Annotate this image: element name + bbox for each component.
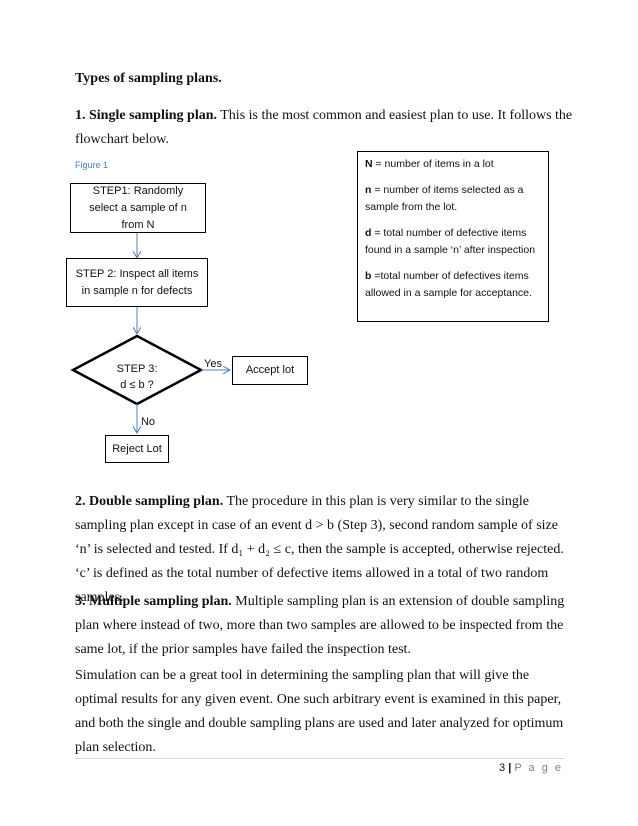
step3-line2: d ≤ b ? [120, 379, 154, 391]
legend-d: d = total number of defective items foun… [365, 225, 541, 259]
double-sampling-paragraph: 2. Double sampling plan. The procedure i… [75, 490, 575, 610]
step1-box: STEP1: Randomly select a sample of n fro… [70, 183, 206, 233]
legend-d-text: = total number of defective items found … [365, 227, 536, 256]
figure-caption: Figure 1 [75, 160, 109, 170]
legend-N-text: = number of items in a lot [372, 158, 494, 170]
legend-b: b =total number of defectives items allo… [365, 268, 541, 302]
legend-n-text: = number of items selected as a sample f… [365, 184, 524, 213]
multiple-sampling-title: 3. Multiple sampling plan. [75, 594, 232, 609]
legend-b-key: b [365, 270, 372, 282]
legend-N: N = number of items in a lot [365, 156, 541, 173]
footer-divider [75, 758, 565, 759]
page-footer: 3 | P a g e [499, 762, 563, 774]
legend-N-key: N [365, 158, 373, 170]
footer-separator: | [508, 762, 512, 774]
closing-paragraph: Simulation can be a great tool in determ… [75, 668, 564, 755]
yes-label: Yes [204, 358, 222, 370]
legend-n-key: n [365, 184, 372, 196]
single-sampling-text: This is the most common and easiest plan… [75, 108, 573, 147]
step2-box: STEP 2: Inspect all items in sample n fo… [66, 258, 208, 307]
double-sampling-title: 2. Double sampling plan. [75, 494, 224, 509]
section-heading: Types of sampling plans. [75, 71, 222, 86]
variable-legend-box: N = number of items in a lot n = number … [357, 151, 549, 322]
single-sampling-title: 1. Single sampling plan. [75, 108, 217, 123]
reject-lot-box: Reject Lot [105, 435, 169, 463]
no-label: No [140, 416, 156, 428]
step3-line1: STEP 3: [116, 363, 158, 375]
multiple-sampling-text: Multiple sampling plan is an extension o… [75, 594, 565, 657]
step3-label: STEP 3: d ≤ b ? [102, 361, 172, 393]
legend-d-key: d [365, 227, 372, 239]
page-word: P a g e [514, 762, 563, 774]
multiple-sampling-paragraph: 3. Multiple sampling plan. Multiple samp… [75, 590, 575, 662]
single-sampling-paragraph: 1. Single sampling plan. This is the mos… [75, 104, 575, 152]
accept-lot-box: Accept lot [232, 356, 308, 385]
legend-b-text: =total number of defectives items allowe… [365, 270, 532, 299]
page-number: 3 [499, 762, 506, 774]
double-sampling-text: The procedure in this plan is very simil… [75, 494, 564, 605]
legend-n: n = number of items selected as a sample… [365, 182, 541, 216]
